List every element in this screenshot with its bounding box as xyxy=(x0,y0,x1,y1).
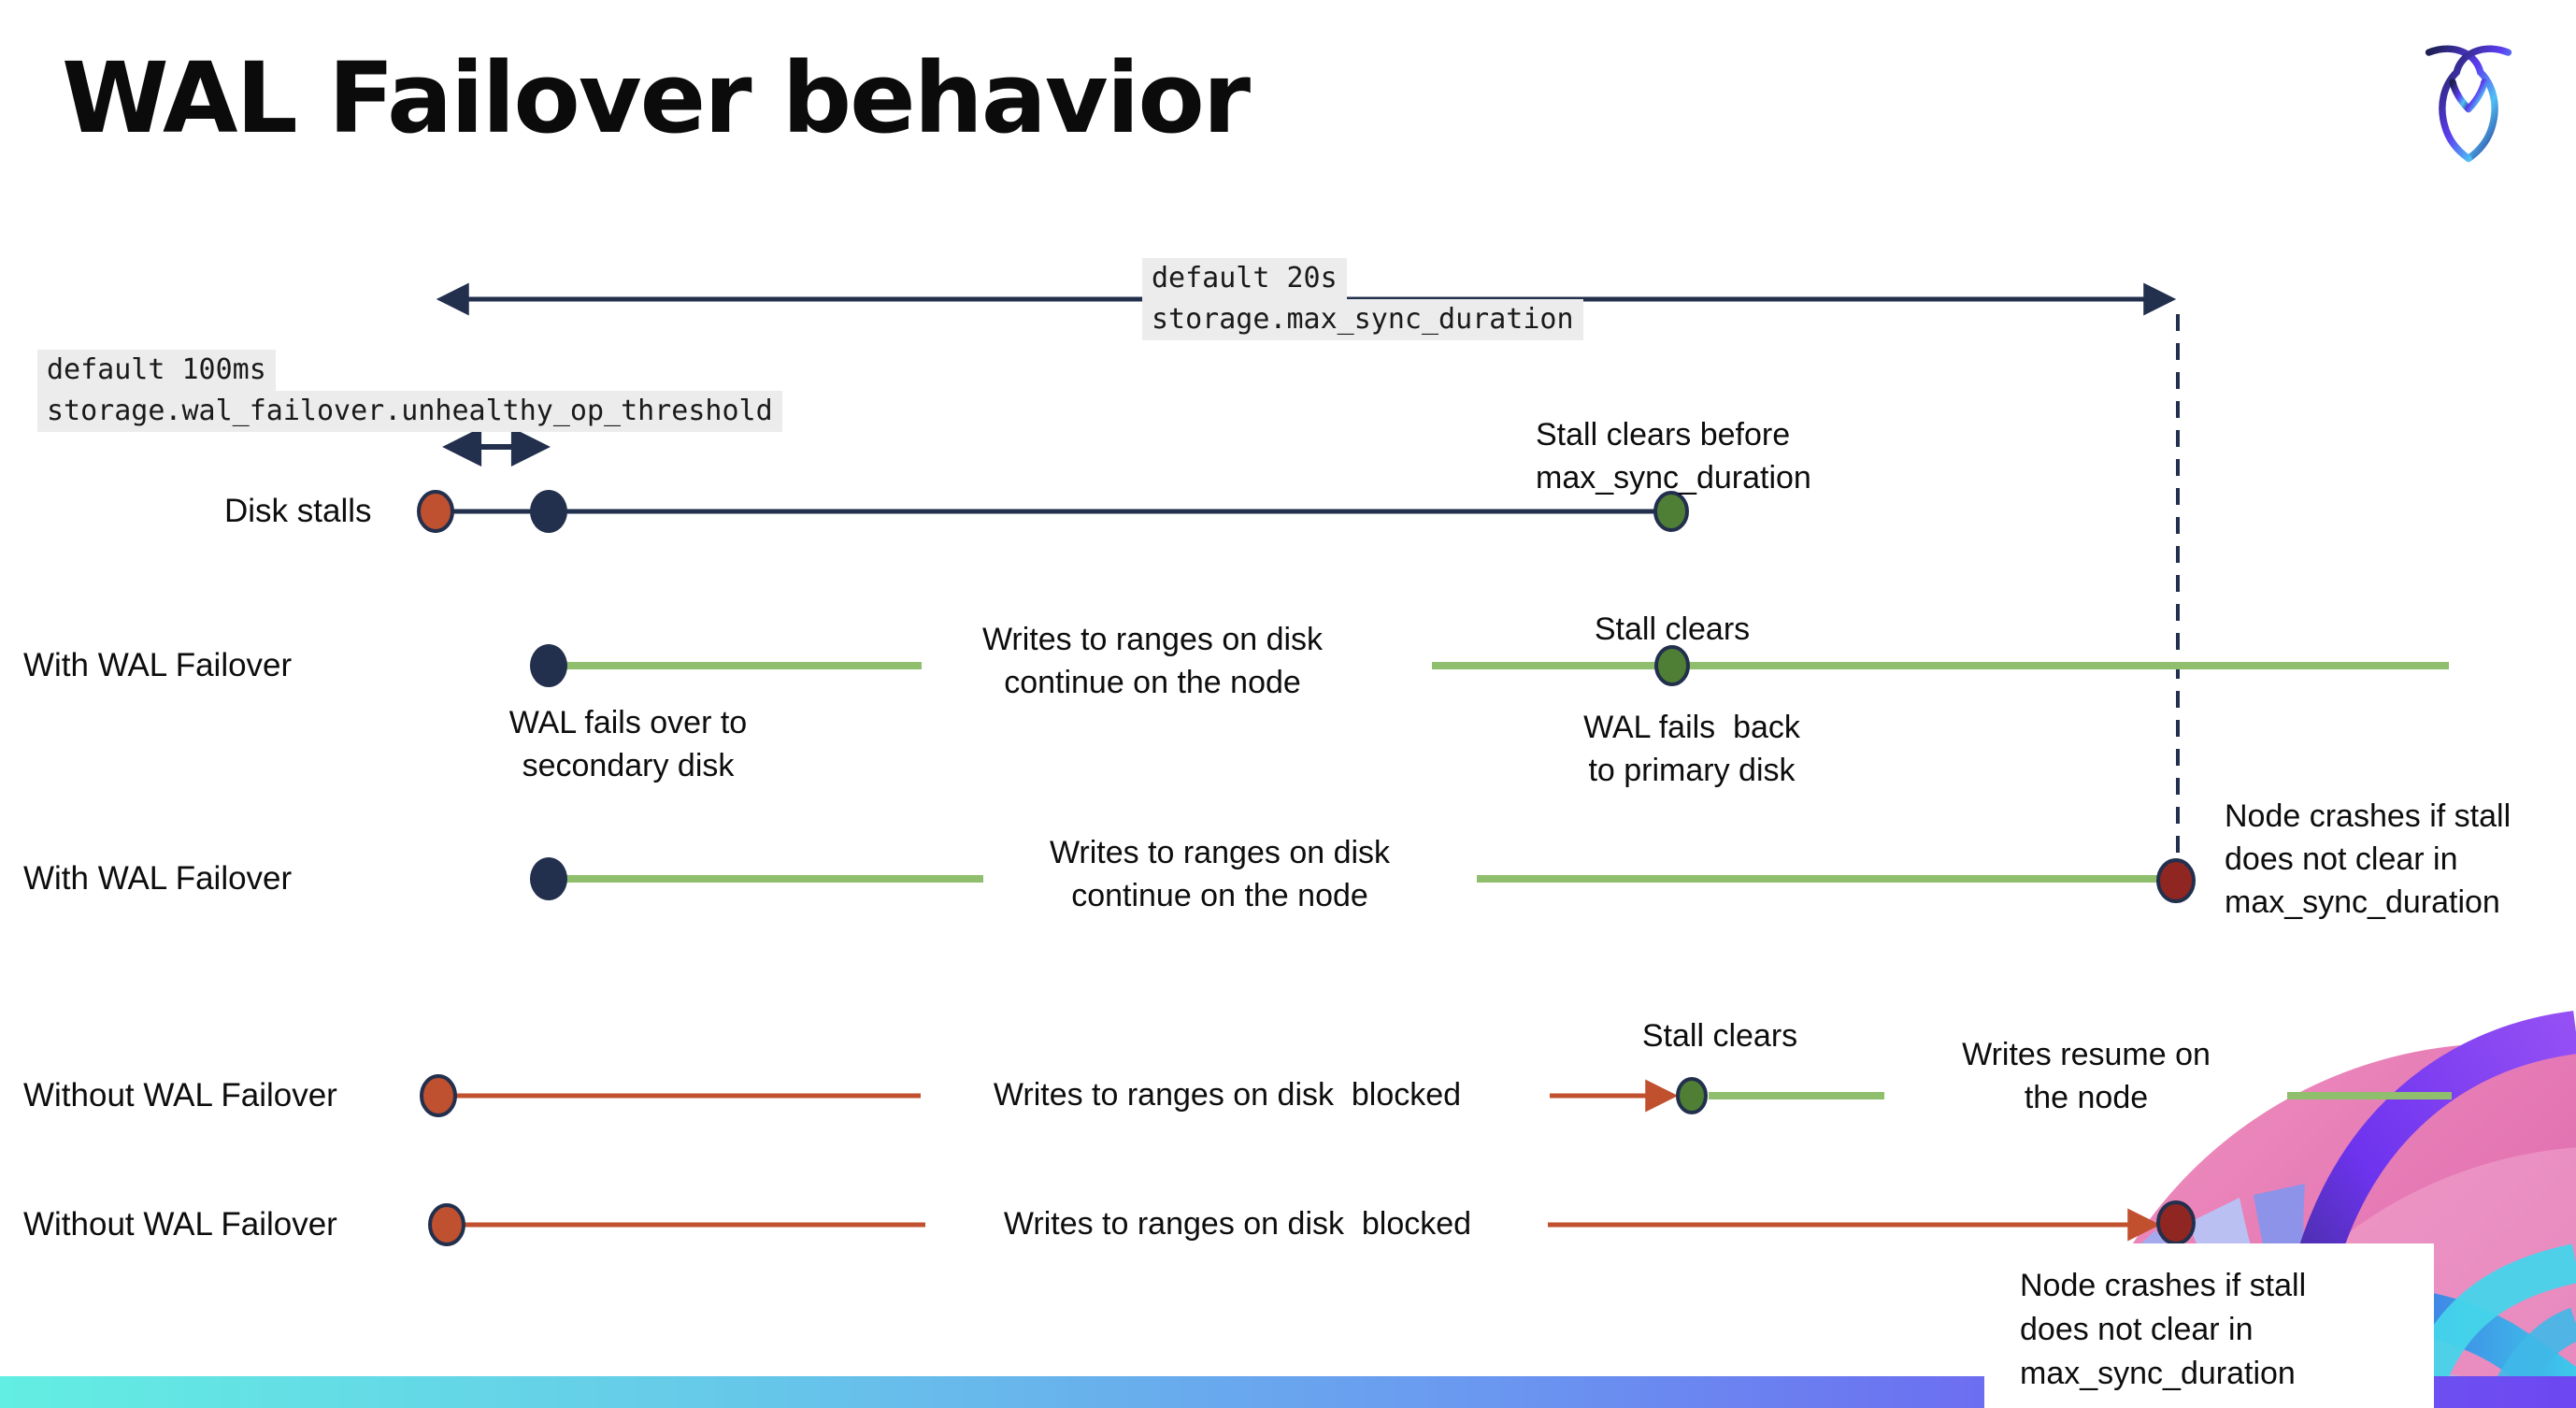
threshold-dot xyxy=(530,490,567,533)
node-crash-dot xyxy=(2156,1200,2196,1245)
annotation-stall-clears-2: Stall clears xyxy=(1641,1018,1798,1054)
setting-name: storage.wal_failover.unhealthy_op_thresh… xyxy=(37,391,782,432)
row-label-with-wal-1: With WAL Failover xyxy=(23,647,293,683)
setting-default-value: default 100ms xyxy=(37,350,276,391)
stall-clears-dot xyxy=(1654,645,1690,686)
setting-default-value: default 20s xyxy=(1142,258,1347,299)
row-label-without-wal-1: Without WAL Failover xyxy=(23,1077,337,1113)
stall-clears-dot xyxy=(1653,491,1689,532)
page-title: WAL Failover behavior xyxy=(62,41,1251,155)
failover-dot xyxy=(530,857,567,900)
unhealthy-default-label: default 100ms xyxy=(37,350,276,391)
stall-start-dot xyxy=(417,490,454,533)
annotation-writes-blocked-1: Writes to ranges on disk blocked xyxy=(993,1077,1462,1113)
row-label-without-wal-2: Without WAL Failover xyxy=(23,1206,337,1243)
annotation-stall-clears-1: Stall clears xyxy=(1594,611,1751,647)
stall-start-dot xyxy=(428,1203,465,1246)
max-sync-default-label: default 20s xyxy=(1142,258,1347,299)
annotation-writes-continue-2: Writes to ranges on disk continue on the… xyxy=(1049,835,1391,913)
failover-dot xyxy=(530,644,567,687)
stall-clears-dot xyxy=(1676,1077,1708,1114)
node-crashes-callout: Node crashes if stall does not clear in … xyxy=(1984,1243,2434,1408)
cockroachdb-logo-icon xyxy=(2425,45,2512,163)
annotation-node-crashes-2: Node crashes if stall does not clear in … xyxy=(2020,1268,2307,1391)
annotation-writes-resume: Writes resume on the node xyxy=(1962,1037,2211,1115)
annotation-writes-blocked-2: Writes to ranges on disk blocked xyxy=(1003,1206,1472,1242)
row-label-with-wal-2: With WAL Failover xyxy=(23,860,293,897)
max-sync-setting-label: storage.max_sync_duration xyxy=(1142,299,1583,340)
annotation-stall-clears-before: Stall clears before max_sync_duration xyxy=(1536,417,1811,496)
node-crash-dot xyxy=(2156,858,2196,903)
stall-start-dot xyxy=(420,1074,457,1117)
unhealthy-setting-label: storage.wal_failover.unhealthy_op_thresh… xyxy=(37,391,782,432)
annotation-node-crashes-1: Node crashes if stall does not clear in … xyxy=(2225,798,2512,920)
setting-name: storage.max_sync_duration xyxy=(1142,299,1583,340)
annotation-wal-fails-back: WAL fails back to primary disk xyxy=(1583,710,1800,788)
annotation-wal-fails-over: WAL fails over to secondary disk xyxy=(508,705,748,783)
annotation-writes-continue-1: Writes to ranges on disk continue on the… xyxy=(981,622,1324,700)
row-label-disk-stalls: Disk stalls xyxy=(224,493,372,529)
